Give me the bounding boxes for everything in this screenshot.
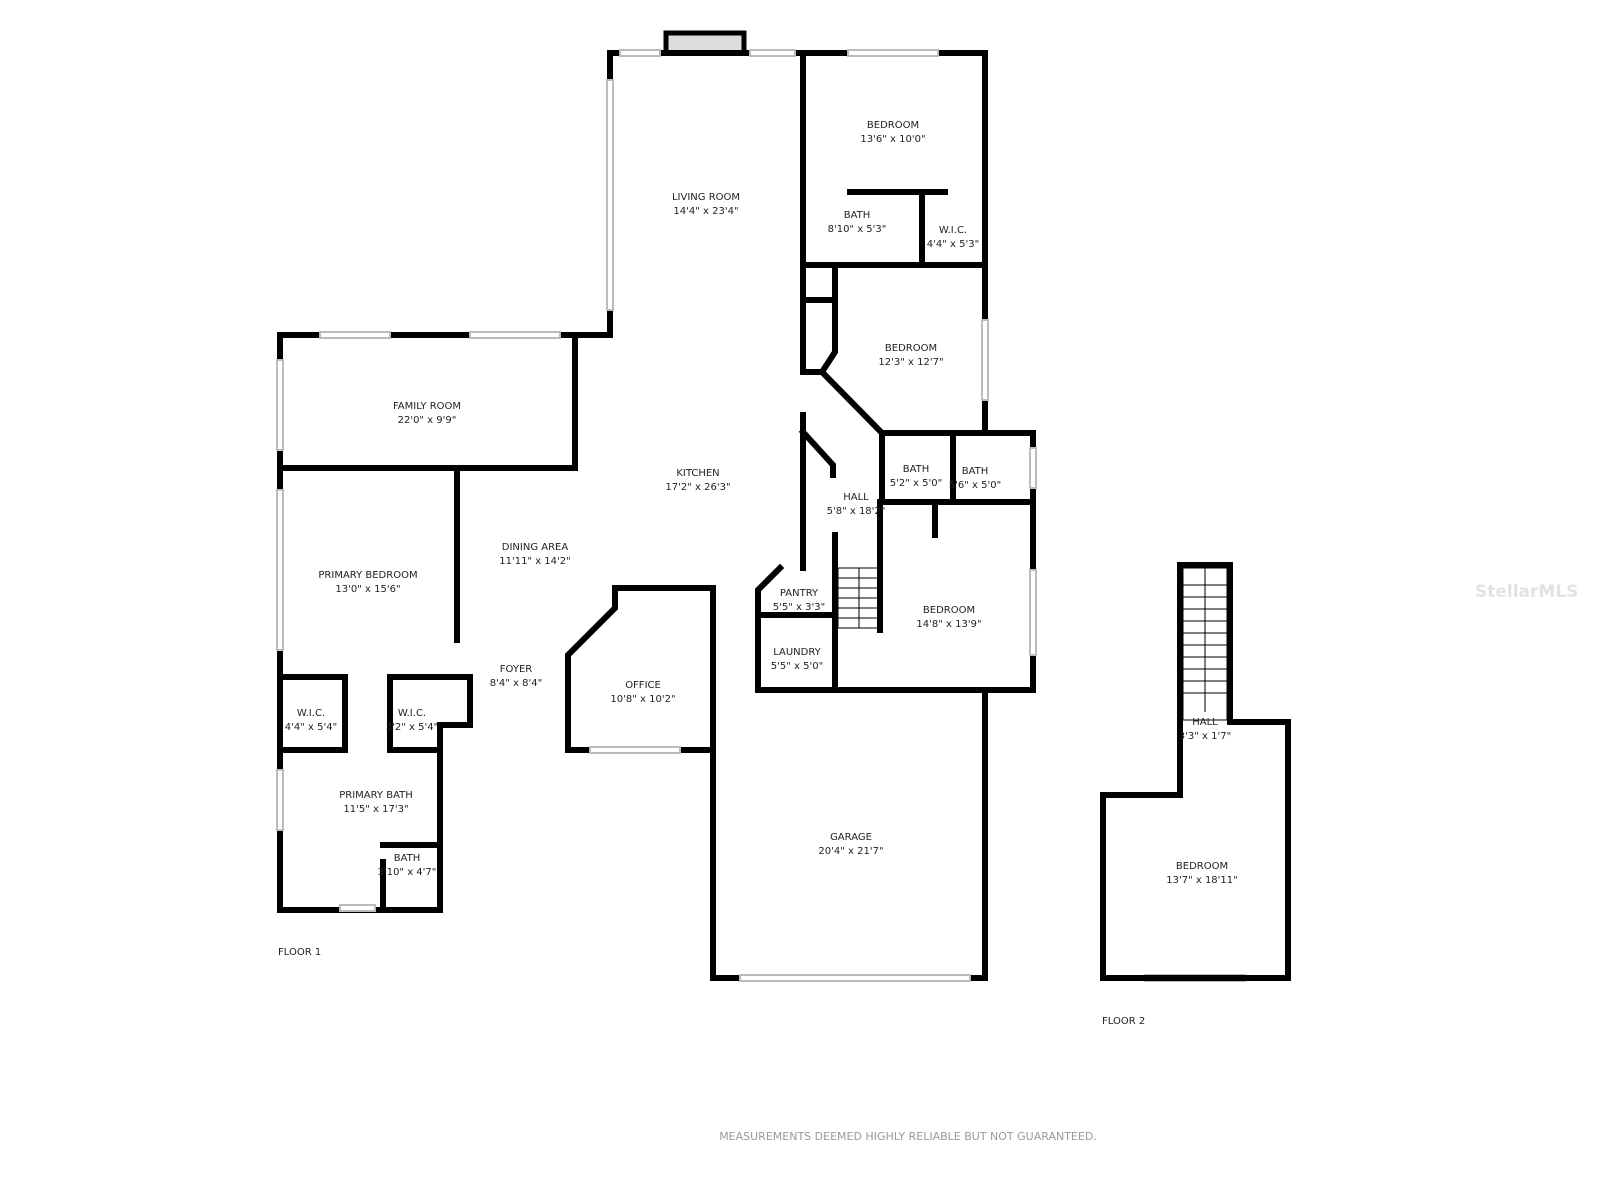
walls-floor-2 [1100,562,1291,981]
primary-bedroom-name: PRIMARY BEDROOM [318,570,417,581]
wic-ne-size: 4'4" x 5'3" [927,239,979,250]
hall-2-name: HALL [1192,717,1218,728]
bedroom-ne-size: 13'6" x 10'0" [860,134,925,145]
laundry-name: LAUNDRY [773,647,821,658]
bath-a-size: 5'2" x 5'0" [890,478,942,489]
bath-ne-size: 8'10" x 5'3" [828,224,887,235]
family-room-name: FAMILY ROOM [393,401,461,412]
foyer-name: FOYER [500,664,533,675]
floor-2-label: FLOOR 2 [1102,1016,1145,1027]
bath-a-name: BATH [903,464,930,475]
garage-size: 20'4" x 21'7" [818,846,883,857]
wic-ne-name: W.I.C. [939,225,967,236]
windows [276,49,1246,982]
kitchen-name: KITCHEN [676,468,719,479]
bedroom-2-name: BEDROOM [1176,861,1228,872]
bath-small-name: BATH [394,853,421,864]
bath-b-size: 5'6" x 5'0" [949,480,1001,491]
bath-small-size: 3'10" x 4'7" [378,867,437,878]
family-room-size: 22'0" x 9'9" [398,415,457,426]
primary-bath-name: PRIMARY BATH [339,790,413,801]
bedroom-e-name: BEDROOM [885,343,937,354]
office-size: 10'8" x 10'2" [610,694,675,705]
watermark-logo: StellarMLS [1475,582,1578,602]
living-room-size: 14'4" x 23'4" [673,206,738,217]
primary-bath-size: 11'5" x 17'3" [343,804,408,815]
bedroom-ne-name: BEDROOM [867,120,919,131]
hall-2-size: 3'3" x 1'7" [1179,731,1231,742]
dining-area-name: DINING AREA [502,542,569,553]
pantry-name: PANTRY [780,588,819,599]
bedroom-se-size: 14'8" x 13'9" [916,619,981,630]
dining-area-size: 11'11" x 14'2" [499,556,571,567]
foyer-size: 8'4" x 8'4" [490,678,542,689]
office-name: OFFICE [625,680,661,691]
stairs-floor-1 [837,567,881,629]
laundry-size: 5'5" x 5'0" [771,661,823,672]
bedroom-se-name: BEDROOM [923,605,975,616]
wic-a-size: 4'4" x 5'4" [285,722,337,733]
hall-name: HALL [843,492,869,503]
kitchen-size: 17'2" x 26'3" [665,482,730,493]
bath-ne-name: BATH [844,210,871,221]
wic-a-name: W.I.C. [297,708,325,719]
wic-b-name: W.I.C. [398,708,426,719]
garage-name: GARAGE [830,832,872,843]
hall-size: 5'8" x 18'2" [827,506,886,517]
disclaimer: MEASUREMENTS DEEMED HIGHLY RELIABLE BUT … [719,1130,1097,1143]
floor-1-label: FLOOR 1 [278,947,321,958]
wic-b-size: 3'2" x 5'4" [386,722,438,733]
pantry-size: 5'5" x 3'3" [773,602,825,613]
room-labels: LIVING ROOM 14'4" x 23'4" BEDROOM 13'6" … [285,120,1238,886]
walls-floor-1 [277,30,1036,981]
bedroom-e-size: 12'3" x 12'7" [878,357,943,368]
living-room-name: LIVING ROOM [672,192,740,203]
primary-bedroom-size: 13'0" x 15'6" [335,584,400,595]
bath-b-name: BATH [962,466,989,477]
bedroom-2-size: 13'7" x 18'11" [1166,875,1238,886]
